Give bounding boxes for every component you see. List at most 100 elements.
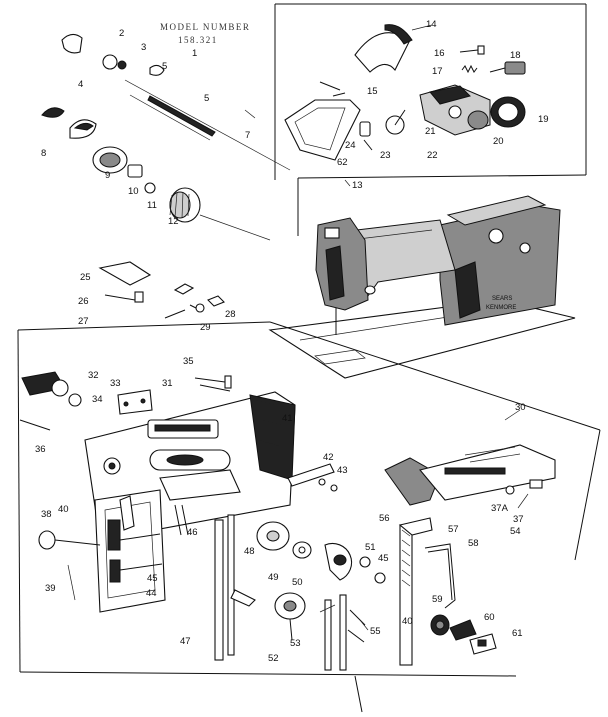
washer-49: [292, 541, 312, 559]
label-39: 39: [45, 583, 56, 594]
label-41: 41: [282, 413, 293, 424]
label-42: 42: [323, 452, 334, 463]
label-16: 16: [434, 48, 445, 59]
label-53: 53: [290, 638, 301, 649]
sewing-machine: SEARS KENMORE: [268, 195, 576, 379]
label-54: 54: [510, 526, 521, 537]
hand-wheel-assembly: [41, 33, 291, 241]
label-2: 2: [119, 28, 124, 39]
label-40a: 40: [58, 504, 69, 515]
bobbin-cover-part: [354, 24, 433, 73]
spring-17: [461, 64, 478, 74]
machine-brand-sears: SEARS: [492, 296, 512, 302]
stud-18: [489, 61, 526, 75]
label-14: 14: [426, 19, 437, 30]
label-20: 20: [493, 136, 504, 147]
screw-16: [459, 45, 485, 55]
label-57: 57: [448, 524, 459, 535]
label-10: 10: [128, 186, 139, 197]
label-17: 17: [432, 66, 443, 77]
label-22: 22: [427, 150, 438, 161]
label-48: 48: [244, 546, 255, 557]
label-25: 25: [80, 272, 91, 283]
label-49: 49: [268, 572, 279, 583]
label-36: 36: [35, 444, 46, 455]
label-33: 33: [110, 378, 121, 389]
label-30: 30: [515, 402, 526, 413]
label-46: 46: [187, 527, 198, 538]
needle-bar-rods: [174, 504, 256, 661]
label-45b: 45: [378, 553, 389, 564]
label-24: 24: [345, 140, 356, 151]
zigzag-frame-part: [94, 489, 166, 613]
label-60: 60: [484, 612, 495, 623]
label-5b: 5: [204, 93, 209, 104]
label-3: 3: [141, 42, 146, 53]
label-35: 35: [183, 356, 194, 367]
screw-38-40: [38, 530, 101, 601]
model-number-value: 158.321: [178, 35, 218, 45]
label-1: 1: [192, 48, 197, 59]
label-9: 9: [105, 170, 110, 181]
label-8: 8: [41, 148, 46, 159]
machine-brand-kenmore: KENMORE: [486, 305, 516, 311]
label-11: 11: [147, 200, 157, 211]
feed-bar-part: [398, 517, 433, 666]
link-42-43: [287, 463, 338, 492]
label-15: 15: [367, 86, 378, 97]
label-37A: 37A: [491, 503, 509, 514]
thread-guide-parts: [19, 371, 232, 431]
tension-parts-25-29: [98, 261, 225, 319]
label-18: 18: [510, 50, 521, 61]
label-44: 44: [146, 588, 157, 599]
slide-plate-part: [384, 444, 556, 506]
label-58: 58: [468, 538, 479, 549]
label-47: 47: [180, 636, 191, 647]
screws-51-45: [359, 556, 386, 584]
label-19: 19: [538, 114, 549, 125]
label-62: 62: [337, 157, 348, 168]
part-labels: 2 3 4 5 5 7 8 9 10 11 12 13 14 15 16 17 …: [35, 19, 549, 664]
label-50: 50: [292, 577, 303, 588]
label-28: 28: [225, 309, 236, 320]
rods-53-55: [324, 594, 366, 671]
leader-lines: [244, 109, 529, 631]
shuttle-body-part: [419, 84, 491, 136]
label-37: 37: [513, 514, 524, 525]
cam-disc-48: [256, 521, 290, 551]
label-4: 4: [78, 79, 83, 90]
label-26: 26: [78, 296, 89, 307]
crank-58: [424, 543, 456, 609]
ring-19: [490, 96, 526, 128]
label-12: 12: [168, 216, 179, 227]
label-21: 21: [425, 126, 436, 137]
model-number-label: MODEL NUMBER: [160, 22, 250, 32]
label-34: 34: [92, 394, 103, 405]
label-27: 27: [78, 316, 89, 327]
label-56: 56: [379, 513, 390, 524]
label-55: 55: [370, 626, 381, 637]
parts-59-61: [430, 614, 497, 655]
lower-inset-border: [17, 321, 601, 713]
label-61: 61: [512, 628, 523, 639]
label-45a: 45: [147, 573, 158, 584]
bracket-frame-part: [284, 81, 361, 161]
label-40b: 40: [402, 616, 413, 627]
disc-52: [274, 592, 306, 641]
label-7: 7: [245, 130, 250, 141]
label-23: 23: [380, 150, 391, 161]
label-43: 43: [337, 465, 348, 476]
label-59: 59: [432, 594, 443, 605]
label-38: 38: [41, 509, 52, 520]
label-5a: 5: [162, 61, 167, 72]
label-31: 31: [162, 378, 173, 389]
label-29: 29: [200, 322, 211, 333]
cam-50: [324, 542, 353, 581]
screws-22-24: [359, 109, 406, 151]
inset-box-border: [274, 3, 587, 236]
label-52: 52: [268, 653, 279, 664]
label-32: 32: [88, 370, 99, 381]
label-51: 51: [365, 542, 376, 553]
label-13: 13: [352, 180, 363, 191]
